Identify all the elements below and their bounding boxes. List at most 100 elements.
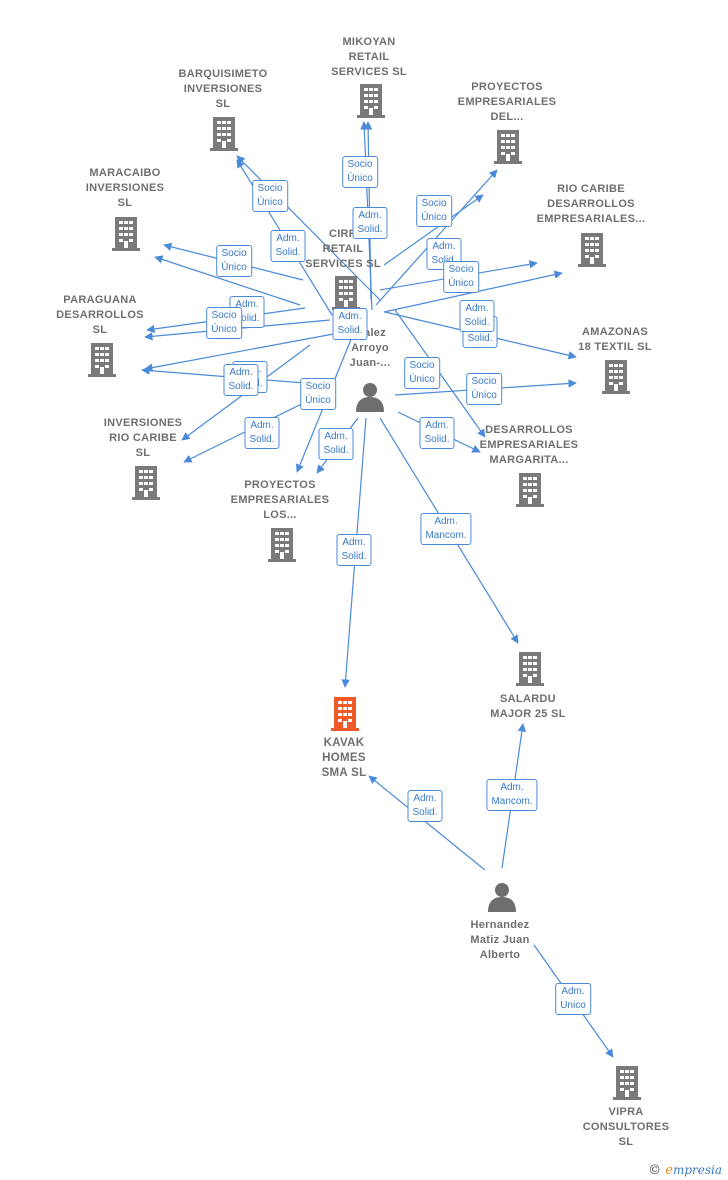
building-icon[interactable]	[331, 697, 359, 731]
relation-badge[interactable]: Adm.Solid.	[332, 308, 368, 340]
label-line: SL	[135, 447, 151, 459]
label-line: VIPRA	[608, 1106, 644, 1118]
label-line: SERVICES SL	[305, 258, 381, 270]
label-line: MIKOYAN	[342, 36, 396, 48]
relation-badge-line: Solid.	[341, 551, 367, 562]
label-line: MARACAIBO	[89, 167, 161, 179]
relation-badge[interactable]: Adm.Solid.	[459, 300, 495, 332]
relation-badge-line: Mancom.	[425, 530, 467, 541]
label-line: MARGARITA...	[489, 454, 569, 466]
label-line: DESARROLLOS	[485, 424, 573, 436]
building-icon[interactable]	[578, 233, 606, 267]
label-line: Juan-...	[349, 357, 391, 369]
relation-badge-line: Solid.	[234, 313, 260, 324]
relation-badge-line: Mancom.	[491, 796, 533, 807]
relation-badge-line: Adm.	[235, 299, 259, 310]
relation-badge-line: Solid.	[337, 325, 363, 336]
building-icon[interactable]	[516, 473, 544, 507]
relation-badge-line: Adm.	[413, 793, 437, 804]
label-line: SALARDU	[500, 693, 556, 705]
building-icon[interactable]	[516, 652, 544, 686]
company-label-salardu[interactable]: SALARDU MAJOR 25 SL	[490, 692, 565, 722]
relation-badge-line: Adm.	[250, 420, 274, 431]
label-line: EMPRESARIALES	[479, 439, 579, 451]
label-line: MAJOR 25 SL	[490, 708, 566, 720]
relation-badge-line: Socio	[471, 376, 497, 387]
relation-badge-line: Solid.	[464, 317, 490, 328]
relation-badge-line: Solid.	[467, 333, 493, 344]
relation-badge[interactable]: Adm. Mancom.	[420, 513, 472, 545]
relation-badge[interactable]: Adm.Solid.	[352, 207, 388, 239]
relation-badge[interactable]: Adm.Solid.	[270, 230, 306, 262]
relation-edge	[144, 329, 356, 372]
relation-badge-line: Socio	[421, 198, 447, 209]
person-icon[interactable]	[488, 883, 516, 912]
relation-badge-line: Adm.	[434, 516, 458, 527]
label-line: HOMES	[322, 752, 366, 764]
relation-badge-line: Solid.	[249, 434, 275, 445]
relation-badge[interactable]: Adm.Solid.	[419, 417, 455, 449]
relation-badge-line: Único	[471, 390, 497, 401]
building-icon[interactable]	[613, 1066, 641, 1100]
relation-badge-line: Unico	[560, 1000, 586, 1011]
building-icon[interactable]	[268, 528, 296, 562]
building-icon[interactable]	[112, 217, 140, 251]
relation-badge[interactable]: Adm.Solid.	[407, 790, 443, 822]
building-icon[interactable]	[357, 84, 385, 118]
relation-badge-line: Único	[409, 374, 435, 385]
label-line: 18 TEXTIL SL	[578, 341, 652, 353]
label-line: SL	[618, 1136, 634, 1148]
brand-logo-rest: mpresia	[672, 1163, 722, 1177]
company-label-des_margarita[interactable]: DESARROLLOS EMPRESARIALES MARGARITA...	[480, 423, 579, 468]
building-icon[interactable]	[210, 117, 238, 151]
relation-badge[interactable]: Adm.Mancom.	[486, 779, 538, 811]
relation-badge[interactable]: Adm.Solid.	[223, 364, 259, 396]
relation-badge[interactable]: Adm.Solid.	[336, 534, 372, 566]
label-line: SMA SL	[321, 767, 367, 779]
building-icon[interactable]	[88, 343, 116, 377]
relation-badge-line: Único	[257, 197, 283, 208]
relation-badge-line: Adm.	[561, 986, 585, 997]
label-line: Arroyo	[351, 342, 389, 354]
relation-badge-line: Adm.	[276, 233, 300, 244]
copyright: © empresia	[648, 1163, 722, 1178]
building-icon[interactable]	[332, 276, 360, 310]
label-line: PARAGUANA	[63, 294, 137, 306]
relation-edge	[394, 309, 486, 438]
building-icon[interactable]	[132, 466, 160, 500]
building-icon[interactable]	[494, 130, 522, 164]
relation-badge-line: Adm.	[425, 420, 449, 431]
relation-badge-line: Socio	[211, 310, 237, 321]
relation-badge-line: Único	[211, 324, 237, 335]
person-icon[interactable]	[356, 383, 384, 412]
relation-badge-line: Único	[448, 278, 474, 289]
building-icon[interactable]	[602, 360, 630, 394]
relation-badge-line: Solid.	[323, 445, 349, 456]
relation-badge[interactable]: Adm.Solid.	[318, 428, 354, 460]
relation-badge-line: Socio	[305, 381, 331, 392]
relation-badge[interactable]: Adm. Unico	[555, 983, 591, 1015]
relation-badge[interactable]: Adm. Solid.	[244, 417, 280, 449]
